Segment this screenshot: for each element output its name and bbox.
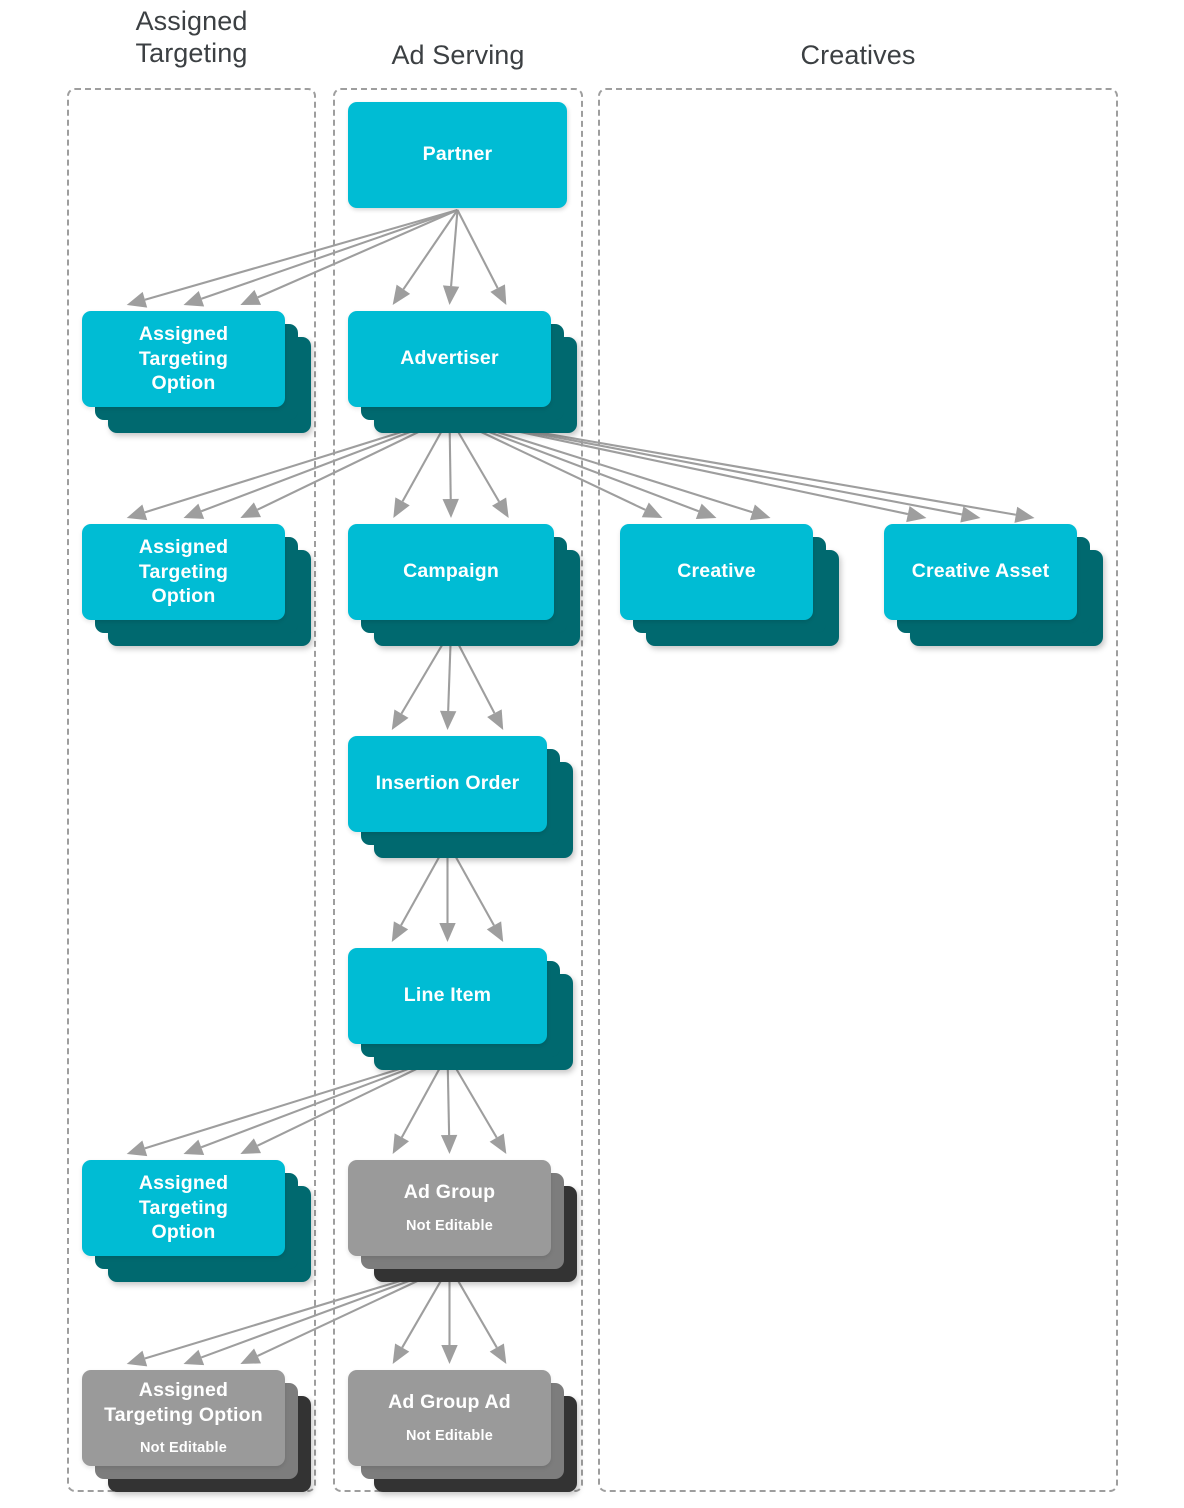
- card-face-insertion-order[interactable]: Insertion Order: [348, 736, 547, 832]
- card-title-insertion-order: Insertion Order: [375, 772, 520, 795]
- card-face-assigned-targeting-option-partner[interactable]: Assigned Targeting Option: [82, 311, 285, 407]
- card-title-creative-asset: Creative Asset: [911, 560, 1050, 583]
- card-title-assigned-targeting-option-lineitem: Assigned Targeting Option: [138, 1171, 229, 1244]
- column-header-assigned-targeting: Assigned Targeting: [135, 6, 248, 68]
- card-title-partner: Partner: [422, 143, 493, 166]
- card-face-partner[interactable]: Partner: [348, 102, 567, 208]
- node-ad-group-ad: Ad Group Ad Not Editable: [348, 1370, 577, 1492]
- node-creative: Creative: [620, 524, 839, 646]
- node-assigned-targeting-option-advertiser: Assigned Targeting Option: [82, 524, 311, 646]
- card-face-assigned-targeting-option-advertiser[interactable]: Assigned Targeting Option: [82, 524, 285, 620]
- card-title-line-item: Line Item: [403, 984, 492, 1007]
- node-campaign: Campaign: [348, 524, 580, 646]
- card-face-creative[interactable]: Creative: [620, 524, 813, 620]
- node-insertion-order: Insertion Order: [348, 736, 573, 858]
- card-sublabel-ad-group-ad: Not Editable: [406, 1428, 493, 1445]
- card-face-campaign[interactable]: Campaign: [348, 524, 554, 620]
- node-assigned-targeting-option-partner: Assigned Targeting Option: [82, 311, 311, 433]
- card-face-advertiser[interactable]: Advertiser: [348, 311, 551, 407]
- group-box-creatives: [598, 88, 1118, 1492]
- card-sublabel-ad-group: Not Editable: [406, 1218, 493, 1235]
- node-advertiser: Advertiser: [348, 311, 577, 433]
- card-title-ad-group-ad: Ad Group Ad: [388, 1391, 511, 1414]
- card-title-assigned-targeting-option-adgroup: Assigned Targeting Option: [104, 1379, 263, 1427]
- node-line-item: Line Item: [348, 948, 573, 1070]
- node-assigned-targeting-option-lineitem: Assigned Targeting Option: [82, 1160, 311, 1282]
- column-header-ad-serving: Ad Serving: [391, 40, 525, 70]
- card-title-advertiser: Advertiser: [400, 347, 499, 370]
- node-partner: Partner: [348, 102, 593, 234]
- card-sublabel-assigned-targeting-option-adgroup: Not Editable: [140, 1440, 227, 1457]
- card-face-creative-asset[interactable]: Creative Asset: [884, 524, 1077, 620]
- card-title-assigned-targeting-option-partner: Assigned Targeting Option: [138, 322, 229, 395]
- card-face-ad-group-ad[interactable]: Ad Group Ad Not Editable: [348, 1370, 551, 1466]
- card-title-campaign: Campaign: [403, 560, 499, 583]
- card-title-ad-group: Ad Group: [403, 1181, 496, 1204]
- card-face-line-item[interactable]: Line Item: [348, 948, 547, 1044]
- column-header-creatives: Creatives: [800, 40, 916, 70]
- card-title-creative: Creative: [677, 560, 756, 583]
- card-face-assigned-targeting-option-lineitem[interactable]: Assigned Targeting Option: [82, 1160, 285, 1256]
- node-creative-asset: Creative Asset: [884, 524, 1103, 646]
- card-title-assigned-targeting-option-advertiser: Assigned Targeting Option: [138, 535, 229, 608]
